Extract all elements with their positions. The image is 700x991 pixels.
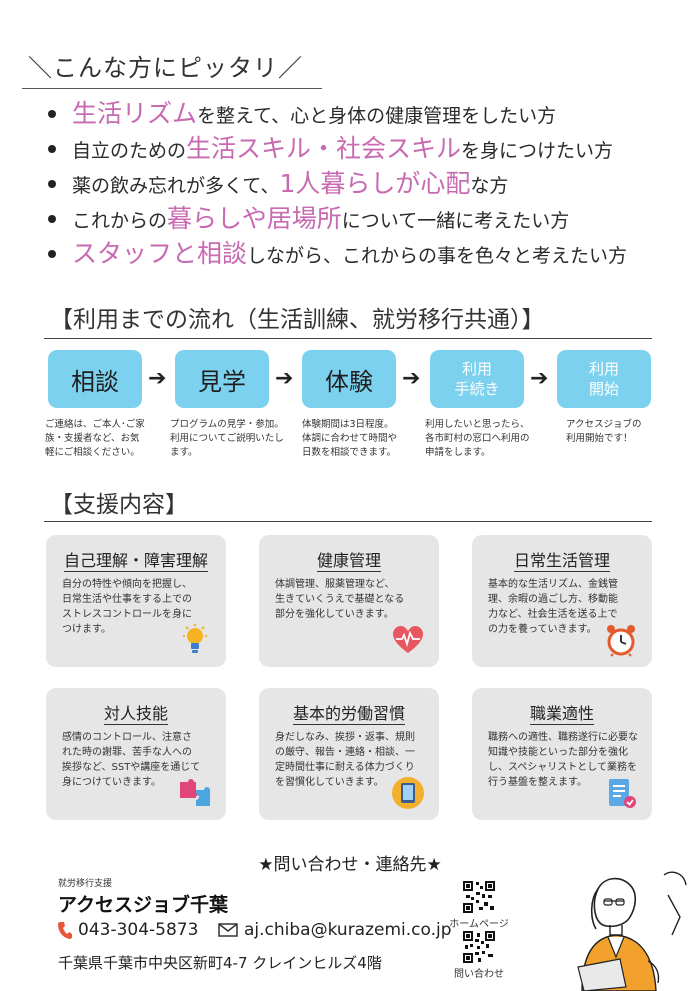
mail-icon — [218, 923, 238, 937]
phone-icon — [58, 922, 72, 939]
card-text: 身だしなみ、挨拶・返事、規則の厳守、報告・連絡・相談、一定時間仕事に耐える体力づ… — [275, 732, 415, 788]
flow-step-consult: 相談 — [48, 350, 142, 408]
brand-subtitle: 就労移行支援 — [58, 879, 113, 889]
address: 千葉県千葉市中央区新町4-7 クレインヒルズ4階 — [58, 954, 382, 972]
support-heading: 【支援内容】 — [50, 492, 188, 518]
target-item: 薬の飲み忘れが多くて、1人暮らしが心配な方 — [42, 166, 692, 201]
flow-step-procedure: 利用手続き — [430, 350, 524, 408]
card-text: 感情のコントロール、注意された時の謝罪、苦手な人への挨拶など、SSTや講座を通じ… — [62, 732, 201, 788]
card-title: 健康管理 — [316, 551, 381, 572]
puzzle-icon — [180, 779, 210, 806]
email-address[interactable]: aj.chiba@kurazemi.co.jp — [218, 920, 452, 940]
alarm-clock-icon — [607, 625, 635, 657]
card-text: 体調管理、服薬管理など、生きていくうえで基礎となる部分を強化していきます。 — [275, 579, 405, 620]
flow-step-start: 利用開始 — [557, 350, 651, 408]
support-card-work-habits: 基本的労働習慣 身だしなみ、挨拶・返事、規則の厳守、報告・連絡・相談、一定時間仕… — [259, 688, 439, 820]
card-title: 対人技能 — [103, 704, 168, 725]
brand-name: アクセスジョブ千葉 — [58, 894, 229, 916]
target-item: 生活リズムを整えて、心と身体の健康管理をしたい方 — [42, 96, 692, 131]
heading-underline — [22, 88, 322, 89]
support-card-interpersonal: 対人技能 感情のコントロール、注意された時の謝罪、苦手な人への挨拶など、SSTや… — [46, 688, 226, 820]
card-text: 基本的な生活リズム、金銭管理、余暇の過ごし方、移動能力など、社会生活を送る上での… — [488, 579, 618, 635]
target-list: 生活リズムを整えて、心と身体の健康管理をしたい方 自立のための生活スキル・社会ス… — [42, 96, 692, 271]
support-card-self-understanding: 自己理解・障害理解 自分の特性や傾向を把握し、日常生活や仕事をする上でのストレス… — [46, 535, 226, 667]
qr-label-inquiry: 問い合わせ — [454, 969, 504, 980]
arrow-icon: ➔ — [402, 366, 421, 391]
support-card-aptitude: 職業適性 職務への適性、職務遂行に必要な知識や技能といった部分を強化し、スペシャ… — [472, 688, 652, 820]
card-title: 自己理解・障害理解 — [63, 551, 208, 572]
arrow-icon: ➔ — [275, 366, 294, 391]
support-card-health: 健康管理 体調管理、服薬管理など、生きていくうえで基礎となる部分を強化していきま… — [259, 535, 439, 667]
card-title: 基本的労働習慣 — [292, 704, 405, 725]
card-title: 日常生活管理 — [513, 551, 610, 572]
tablet-icon — [392, 777, 424, 809]
card-text: 自分の特性や傾向を把握し、日常生活や仕事をする上でのストレスコントロールを身につ… — [62, 579, 192, 635]
arrow-icon: ➔ — [530, 366, 549, 391]
qr-label-homepage: ホームページ — [449, 919, 509, 930]
flow-step-tour: 見学 — [175, 350, 269, 408]
qr-code-homepage[interactable] — [462, 880, 496, 914]
lightbulb-icon — [183, 624, 207, 653]
target-item: 自立のための生活スキル・社会スキルを身につけたい方 — [42, 131, 692, 166]
flow-desc-tour: プログラムの見学・参加。利用についてご説明いたします。 — [170, 419, 284, 458]
flow-desc-trial: 体験期間は3日程度。体調に合わせて時間や日数を相談できます。 — [302, 419, 398, 458]
flow-heading: 【利用までの流れ（生活訓練、就労移行共通）】 — [50, 307, 545, 333]
heart-pulse-icon — [393, 626, 423, 653]
target-item: これからの暮らしや居場所について一緒に考えたい方 — [42, 201, 692, 236]
staff-illustration — [577, 871, 687, 991]
flow-desc-start: アクセスジョブの利用開始です！ — [566, 419, 642, 444]
card-text: 職務への適性、職務遂行に必要な知識や技能といった部分を強化し、スペシャリストとし… — [488, 732, 638, 788]
target-heading: ＼こんな方にピッタリ／ — [28, 54, 303, 82]
support-divider — [44, 521, 652, 522]
flow-step-trial: 体験 — [302, 350, 396, 408]
qr-code-inquiry[interactable] — [462, 930, 496, 964]
flow-desc-procedure: 利用したいと思ったら、各市町村の窓口へ利用の申請をします。 — [425, 419, 530, 458]
support-card-daily-life: 日常生活管理 基本的な生活リズム、金銭管理、余暇の過ごし方、移動能力など、社会生… — [472, 535, 652, 667]
target-item: スタッフと相談しながら、これからの事を色々と考えたい方 — [42, 236, 692, 271]
contact-heading: ★問い合わせ・連絡先★ — [258, 855, 442, 875]
checklist-icon — [609, 779, 636, 808]
flow-desc-consult: ご連絡は、ご本人･ご家族・支援者など、お気軽にご相談ください。 — [45, 419, 145, 458]
phone-number[interactable]: 043-304-5873 — [58, 920, 198, 940]
card-title: 職業適性 — [529, 704, 594, 725]
arrow-icon: ➔ — [148, 366, 167, 391]
flow-divider — [44, 338, 652, 339]
